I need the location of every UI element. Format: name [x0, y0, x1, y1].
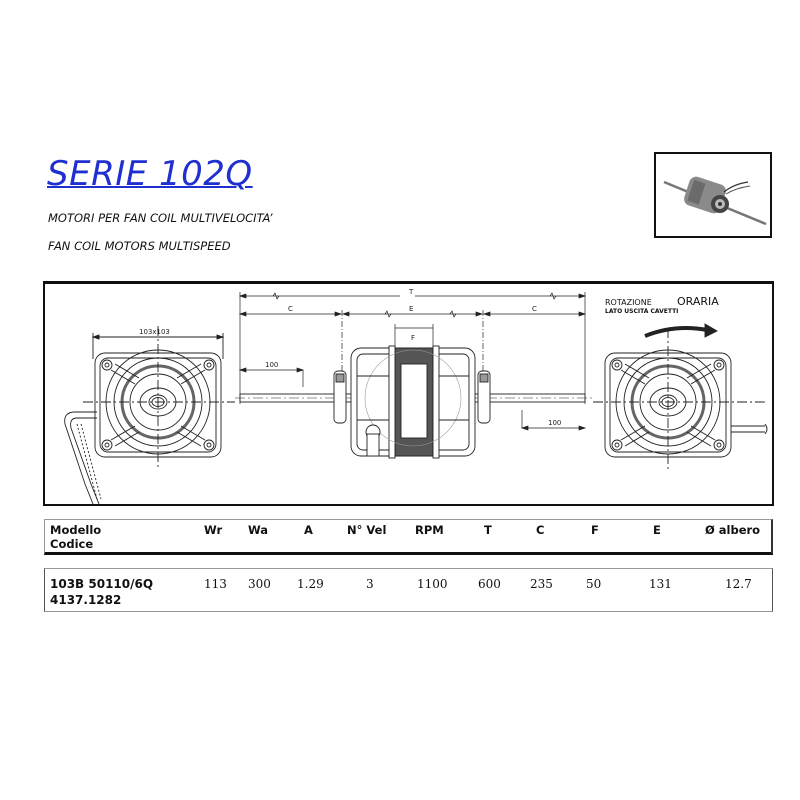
dim-c-right-label: C	[532, 305, 537, 313]
subtitle-english: FAN COIL MOTORS MULTISPEED	[48, 239, 231, 253]
row-t: 600	[478, 577, 501, 591]
shaft-length-right-label: 100	[548, 419, 561, 427]
row-c: 235	[530, 577, 553, 591]
header-e: E	[653, 523, 661, 537]
page-title: SERIE 102Q	[47, 154, 253, 194]
row-rpm: 1100	[417, 577, 448, 591]
dim-f-label: F	[411, 334, 415, 342]
row-f: 50	[586, 577, 602, 591]
header-rpm: RPM	[415, 523, 444, 537]
table-row: 103B 50110/6Q 4137.1282 113 300 1.29 3 1…	[44, 568, 773, 612]
header-code: Codice	[50, 537, 94, 551]
dim-t-label: T	[408, 288, 414, 296]
rotation-sub-label: LATO USCITA CAVETTI	[605, 308, 678, 315]
header-vel: N° Vel	[347, 523, 387, 537]
rotation-label-1: ROTAZIONE	[605, 298, 652, 307]
motor-photo	[654, 152, 772, 238]
header-model: Modello	[50, 523, 102, 537]
subtitle-italian: MOTORI PER FAN COIL MULTIVELOCITA’	[48, 211, 273, 225]
header-wa: Wa	[248, 523, 269, 537]
header-f: F	[591, 523, 599, 537]
header-shaft: Ø albero	[705, 523, 761, 537]
spec-table: Modello Codice Wr Wa A N° Vel RPM T C F …	[44, 519, 773, 612]
row-vel: 3	[366, 577, 374, 591]
row-model: 103B 50110/6Q	[50, 577, 154, 591]
right-end-view	[593, 323, 768, 470]
header-a: A	[304, 523, 313, 537]
technical-drawing: 103x103	[43, 281, 774, 506]
row-shaft: 12.7	[725, 577, 752, 591]
row-e: 131	[649, 577, 672, 591]
row-wa: 300	[248, 577, 271, 591]
left-end-view	[64, 326, 235, 504]
side-view-motor	[235, 345, 593, 459]
header-c: C	[536, 523, 545, 537]
row-a: 1.29	[297, 577, 324, 591]
table-header: Modello Codice Wr Wa A N° Vel RPM T C F …	[44, 519, 773, 555]
dim-e-label: E	[409, 305, 413, 313]
shaft-length-left-label: 100	[265, 361, 278, 369]
motor-drawing-svg: 103x103	[64, 288, 768, 504]
flange-dimension-label: 103x103	[139, 328, 170, 336]
header-t: T	[484, 523, 492, 537]
row-wr: 113	[204, 577, 227, 591]
motor-photo-icon	[663, 176, 767, 226]
dimension-lines	[238, 292, 587, 431]
rotation-label-2: ORARIA	[677, 295, 719, 308]
header-wr: Wr	[204, 523, 223, 537]
dim-c-left-label: C	[288, 305, 293, 313]
row-code: 4137.1282	[50, 593, 122, 607]
